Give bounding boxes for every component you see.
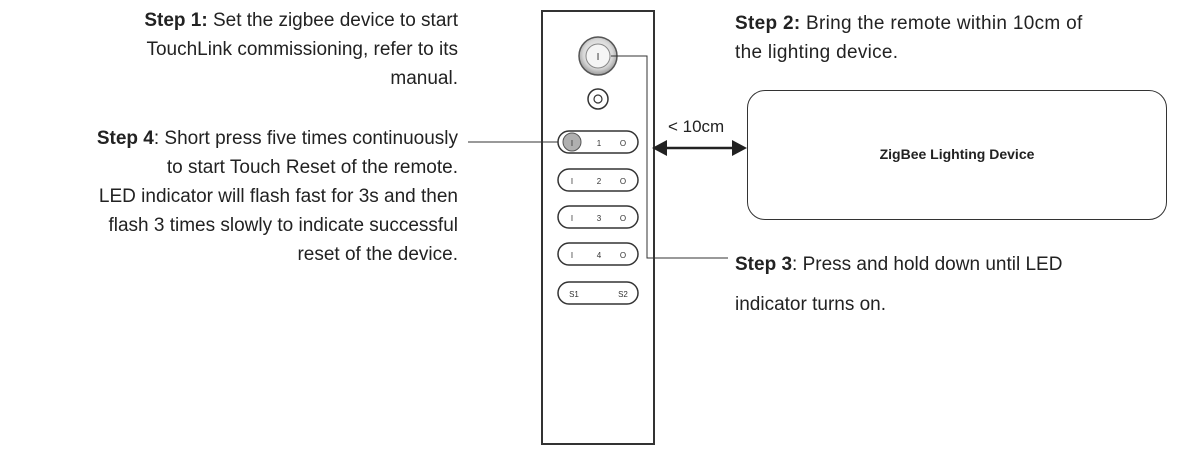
step2-line1: Bring the remote within 10cm of [806, 13, 1083, 34]
device-label: ZigBee Lighting Device [879, 146, 1035, 162]
step4-line1: : Short press five times continuously [153, 128, 458, 149]
distance-arrow [652, 140, 747, 156]
step4-line3: LED indicator will flash fast for 3s and… [98, 186, 458, 207]
zone-button-3: I 3 O [557, 205, 639, 229]
step3-line2: indicator turns on. [735, 294, 887, 315]
step1-line1: Set the zigbee device to start [212, 10, 458, 31]
zone4-number: 4 [597, 251, 602, 260]
zone4-off-symbol: O [620, 251, 626, 260]
zone-button-4: I 4 O [557, 242, 639, 266]
step2-text: Step 2: Bring the remote within 10cm of … [735, 9, 1175, 67]
step4-line4: flash 3 times slowly to indicate success… [108, 215, 458, 236]
step3-label: Step 3 [735, 254, 793, 275]
step4-text: Step 4: Short press five times continuou… [4, 124, 458, 269]
zone-button-1: I 1 O [557, 130, 639, 154]
zone-button-2: I 2 O [557, 168, 639, 192]
zone3-off-symbol: O [620, 214, 626, 223]
step1-text: Step 1: Set the zigbee device to start T… [20, 6, 458, 93]
scene2-label: S2 [618, 290, 628, 299]
step4-line5: reset of the device. [297, 244, 458, 265]
step4-label: Step 4 [96, 128, 154, 149]
step3-text: Step 3: Press and hold down until LED [735, 250, 1175, 279]
power-symbol: I [597, 52, 600, 63]
step2-label: Step 2: [735, 13, 801, 34]
zone3-on-symbol: I [571, 214, 573, 223]
zone1-on-symbol: I [571, 139, 573, 148]
lighting-device-box: ZigBee Lighting Device [747, 90, 1167, 220]
zone1-number: 1 [597, 139, 602, 148]
zone2-number: 2 [597, 177, 602, 186]
scene1-label: S1 [569, 290, 579, 299]
step2-line2: the lighting device. [735, 42, 899, 63]
step1-line3: manual. [390, 68, 458, 89]
scene-buttons: S1 S2 [557, 281, 639, 305]
step4-line2: to start Touch Reset of the remote. [166, 157, 458, 178]
led-indicator [587, 88, 609, 110]
step3-line1: : Press and hold down until LED [792, 254, 1063, 275]
zone3-number: 3 [597, 214, 602, 223]
step1-line2: TouchLink commissioning, refer to its [146, 39, 458, 60]
zone4-on-symbol: I [571, 251, 573, 260]
step3-leader-line [611, 55, 728, 259]
zone2-off-symbol: O [620, 177, 626, 186]
zone1-off-symbol: O [620, 139, 626, 148]
step1-label: Step 1: [144, 10, 208, 31]
distance-label: < 10cm [668, 117, 725, 136]
zone2-on-symbol: I [571, 177, 573, 186]
